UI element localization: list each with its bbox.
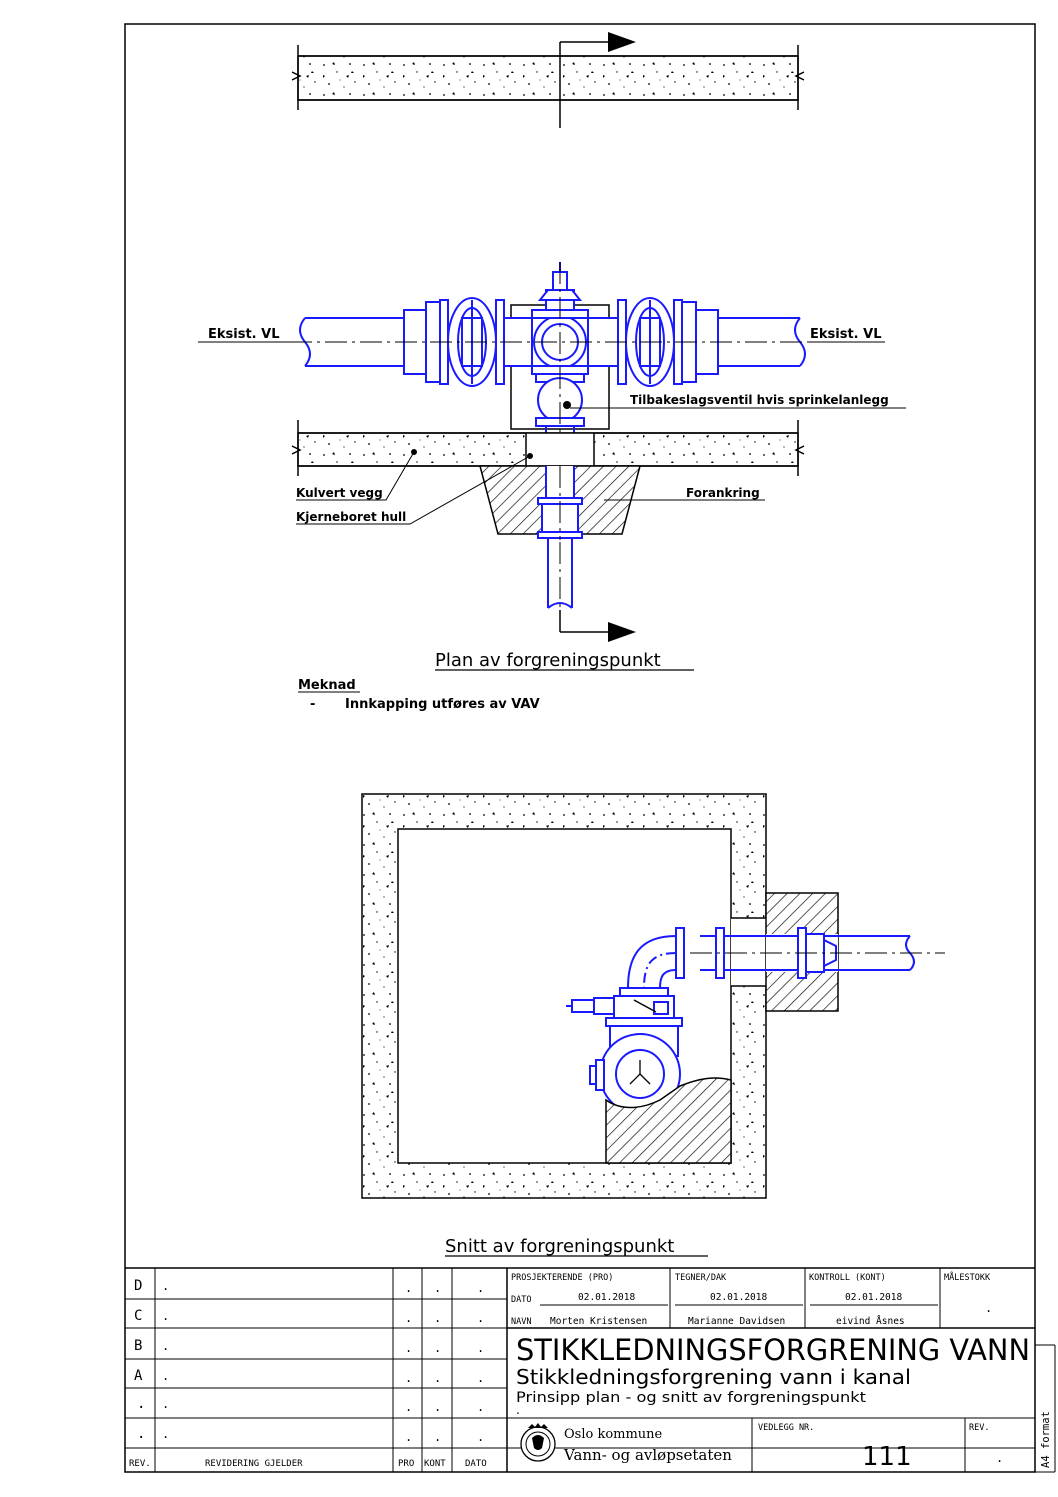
tegner-date: 02.01.2018 xyxy=(710,1292,767,1303)
rev-kont-6: . xyxy=(434,1430,441,1444)
rev-letter-6: . xyxy=(137,1426,145,1442)
rev-dato-c: . xyxy=(477,1311,484,1325)
rev-letter-c: C xyxy=(134,1308,142,1324)
rev-kont-5: . xyxy=(434,1400,441,1414)
kontroll-label: KONTROLL (KONT) xyxy=(809,1273,886,1283)
header-rev: REV. xyxy=(129,1459,151,1469)
section-title: Snitt av forgreningspunkt xyxy=(445,1236,674,1257)
rev-letter-5: . xyxy=(137,1396,145,1412)
vedlegg-label: VEDLEGG NR. xyxy=(758,1423,814,1433)
plan-view xyxy=(290,262,812,612)
subtitle-3: . xyxy=(516,1403,520,1417)
header-kont: KONT xyxy=(424,1459,446,1469)
plan-slab xyxy=(291,420,805,540)
rev-dato-6: . xyxy=(477,1430,484,1444)
title-block xyxy=(125,1267,1056,1473)
malestokk-label: MÅLESTOKK xyxy=(944,1271,991,1283)
kontroll-name: eivind Åsnes xyxy=(836,1315,905,1327)
pro-date: 02.01.2018 xyxy=(578,1292,635,1303)
format-label: A4 format xyxy=(1040,1411,1052,1468)
header-pro: PRO xyxy=(398,1459,414,1469)
vedlegg-value: 111 xyxy=(862,1442,912,1472)
rev-pro-b: . xyxy=(405,1341,412,1355)
header-dato: DATO xyxy=(465,1459,487,1469)
navn-label: NAVN xyxy=(511,1317,531,1327)
kontroll-date: 02.01.2018 xyxy=(845,1292,902,1303)
rev-kont-d: . xyxy=(434,1281,441,1295)
org-name-1: Oslo kommune xyxy=(564,1427,663,1442)
plan-title: Plan av forgreningspunkt xyxy=(435,650,661,671)
subtitle: Stikkledningsforgrening vann i kanal xyxy=(516,1365,911,1389)
rev-value: . xyxy=(996,1451,1003,1465)
label-anchoring: Forankring xyxy=(686,486,760,500)
top-slab xyxy=(291,45,805,110)
oslo-kommune-logo xyxy=(520,1423,556,1462)
rev-pro-a: . xyxy=(405,1371,412,1385)
rev-pro-d: . xyxy=(405,1281,412,1295)
rev-label: REV. xyxy=(969,1423,989,1433)
pro-label: PROSJEKTERENDE (PRO) xyxy=(511,1273,613,1283)
rev-desc-6: . xyxy=(162,1427,169,1441)
label-culvert-wall: Kulvert vegg xyxy=(296,486,383,500)
note-text: Innkapping utføres av VAV xyxy=(345,697,540,712)
label-check-valve: Tilbakeslagsventil hvis sprinkelanlegg xyxy=(630,393,889,407)
leader-lines xyxy=(198,341,906,525)
rev-kont-a: . xyxy=(434,1371,441,1385)
org-name-2: Vann- og avløpsetaten xyxy=(563,1446,732,1464)
header-desc: REVIDERING GJELDER xyxy=(205,1459,303,1469)
rev-pro-5: . xyxy=(405,1400,412,1414)
label-eksist-vl-left: Eksist. VL xyxy=(208,327,279,342)
rev-letter-d: D xyxy=(134,1278,142,1294)
rev-desc-a: . xyxy=(162,1369,169,1383)
subtitle-2: Prinsipp plan - og snitt av forgreningsp… xyxy=(516,1390,866,1406)
note-dash: - xyxy=(310,697,315,712)
rev-desc-c: . xyxy=(162,1309,169,1323)
note-heading: Meknad xyxy=(298,678,356,693)
rev-dato-d: . xyxy=(477,1281,484,1295)
rev-pro-6: . xyxy=(405,1430,412,1444)
rev-letter-a: A xyxy=(134,1368,143,1384)
section-view xyxy=(361,793,945,1199)
rev-letter-b: B xyxy=(134,1338,142,1354)
rev-pro-c: . xyxy=(405,1311,412,1325)
main-title: STIKKLEDNINGSFORGRENING VANN xyxy=(516,1333,1030,1367)
section-marker-bottom xyxy=(559,610,636,642)
section-marker-top xyxy=(559,32,636,128)
label-core-hole: Kjerneboret hull xyxy=(296,510,406,524)
sheet-border xyxy=(124,23,1036,1473)
rev-desc-b: . xyxy=(162,1339,169,1353)
rev-kont-b: . xyxy=(434,1341,441,1355)
rev-kont-c: . xyxy=(434,1311,441,1325)
dato-label: DATO xyxy=(511,1295,531,1305)
rev-desc-d: . xyxy=(162,1279,169,1293)
tegner-label: TEGNER/DAK xyxy=(675,1273,727,1283)
rev-dato-b: . xyxy=(477,1341,484,1355)
label-eksist-vl-right: Eksist. VL xyxy=(810,327,881,342)
malestokk-value: . xyxy=(985,1301,992,1315)
rev-dato-a: . xyxy=(477,1371,484,1385)
rev-desc-5: . xyxy=(162,1397,169,1411)
tegner-name: Marianne Davidsen xyxy=(688,1316,785,1327)
pro-name: Morten Kristensen xyxy=(550,1316,647,1327)
rev-dato-5: . xyxy=(477,1400,484,1414)
